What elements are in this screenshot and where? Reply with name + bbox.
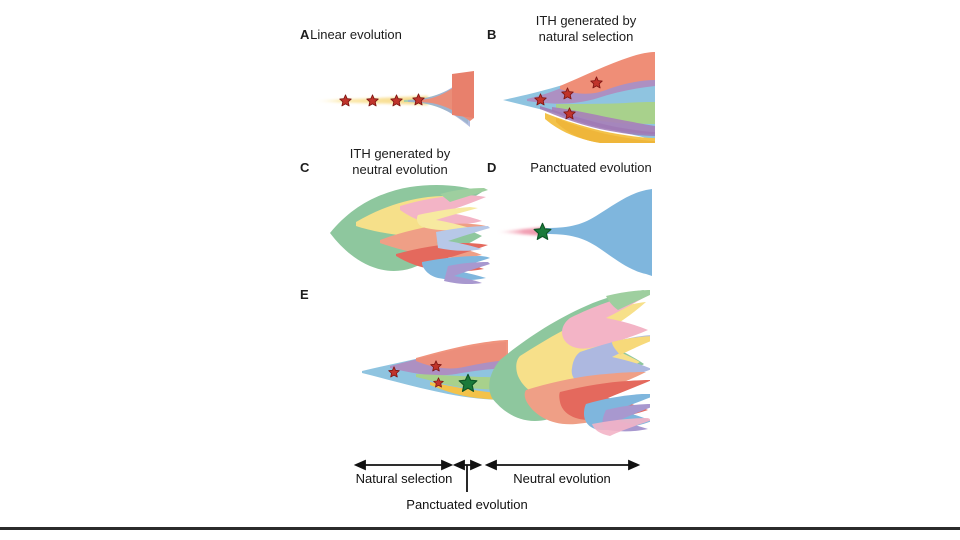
panel-title-d: Panctuated evolution — [530, 160, 652, 175]
star-marker-green — [533, 222, 552, 240]
panel-d-artwork — [498, 189, 652, 276]
star-marker-red — [366, 94, 379, 107]
axis-label-punctuated-evolution: Panctuated evolution — [406, 497, 528, 512]
star-marker-green — [458, 373, 478, 392]
panel-title-b: ITH generated by natural selection — [535, 13, 637, 44]
axis-label-neutral-evolution: Neutral evolution — [513, 471, 611, 486]
star-marker-red — [430, 360, 442, 372]
panel-letter-c: C — [300, 160, 310, 175]
panel-c-artwork — [330, 184, 490, 285]
arrow-head-right — [470, 459, 483, 471]
star-marker-red — [390, 94, 403, 107]
bottom-divider — [0, 527, 960, 530]
panel-e-artwork — [362, 290, 658, 436]
panel-title-c: ITH generated by neutral evolution — [349, 146, 451, 177]
star-marker-red — [534, 93, 547, 106]
panel-a-artwork — [316, 71, 474, 127]
arrow-head-right — [441, 459, 454, 471]
arrow-head-left — [353, 459, 366, 471]
panel-letter-a: A — [300, 27, 310, 42]
axis-label-natural-selection: Natural selection — [355, 471, 453, 486]
arrow-head-right — [628, 459, 641, 471]
arrow-head-left — [452, 459, 465, 471]
star-marker-red — [433, 377, 444, 388]
star-markers — [339, 76, 603, 392]
star-marker-red — [561, 87, 574, 100]
panel-letter-d: D — [487, 160, 497, 175]
star-marker-red — [590, 76, 603, 89]
star-marker-red — [563, 107, 576, 120]
star-marker-red — [412, 93, 425, 106]
panel-b-artwork — [503, 52, 655, 143]
arrow-head-left — [484, 459, 497, 471]
panel-letter-b: B — [487, 27, 497, 42]
star-marker-red — [388, 366, 400, 378]
panel-title-a: Linear evolution — [310, 27, 402, 42]
star-marker-red — [339, 94, 352, 107]
panel-letter-e: E — [300, 287, 309, 302]
